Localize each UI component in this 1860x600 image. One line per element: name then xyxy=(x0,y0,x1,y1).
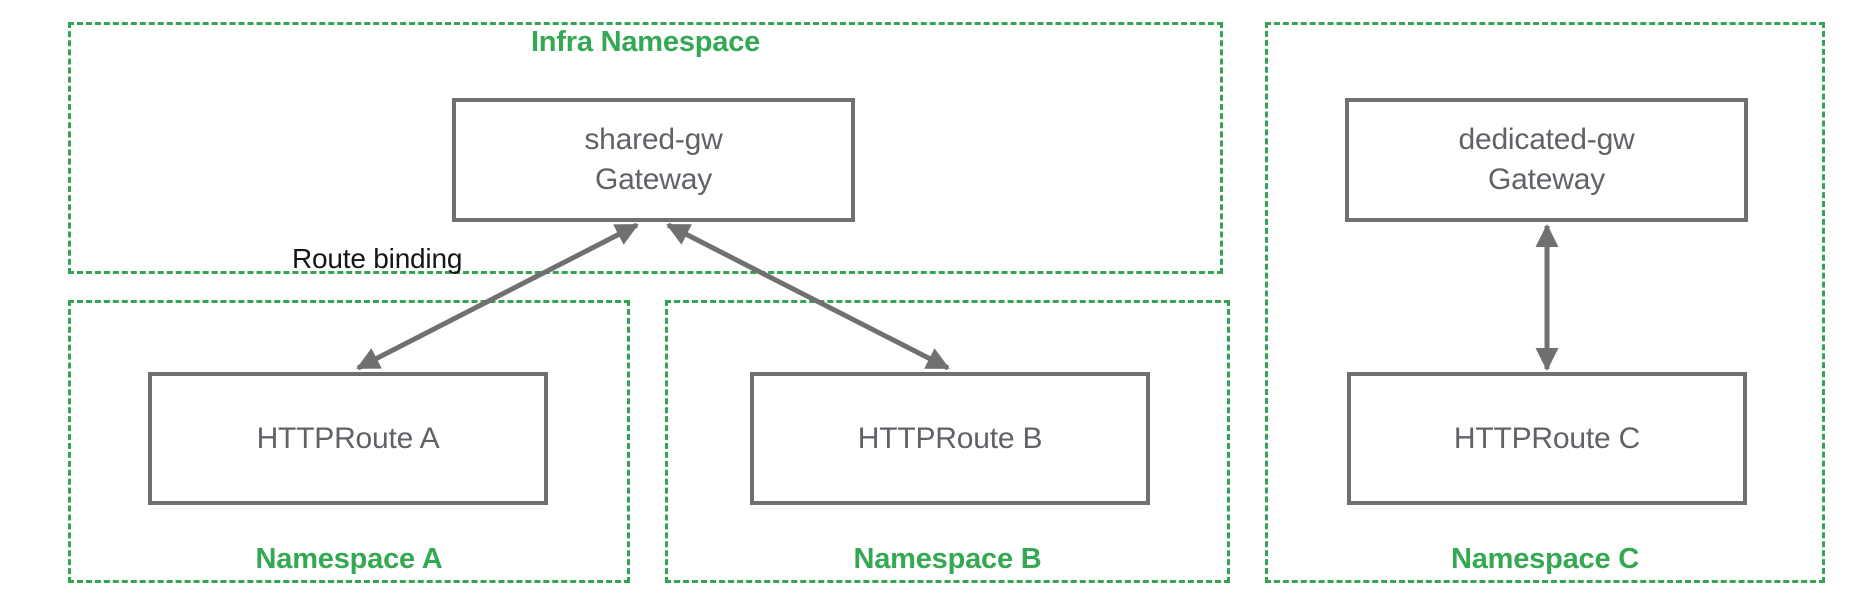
namespace-label-b: Namespace B xyxy=(853,543,1042,575)
namespace-label-infra: Infra Namespace xyxy=(530,26,761,58)
namespace-boundary-c xyxy=(1265,22,1825,583)
namespace-label-c: Namespace C xyxy=(1450,543,1639,575)
node-dedicated-gw-gateway[interactable]: dedicated-gw Gateway xyxy=(1345,98,1748,222)
node-httproute-a[interactable]: HTTPRoute A xyxy=(148,372,548,505)
namespace-boundary-infra xyxy=(68,22,1223,274)
node-shared-gw-gateway[interactable]: shared-gw Gateway xyxy=(452,98,855,222)
node-httproute-b[interactable]: HTTPRoute B xyxy=(750,372,1150,505)
namespace-boundary-a xyxy=(68,300,630,583)
edge-label-route-binding: Route binding xyxy=(292,243,463,274)
node-httproute-c[interactable]: HTTPRoute C xyxy=(1347,372,1747,505)
namespace-label-a: Namespace A xyxy=(255,543,443,575)
